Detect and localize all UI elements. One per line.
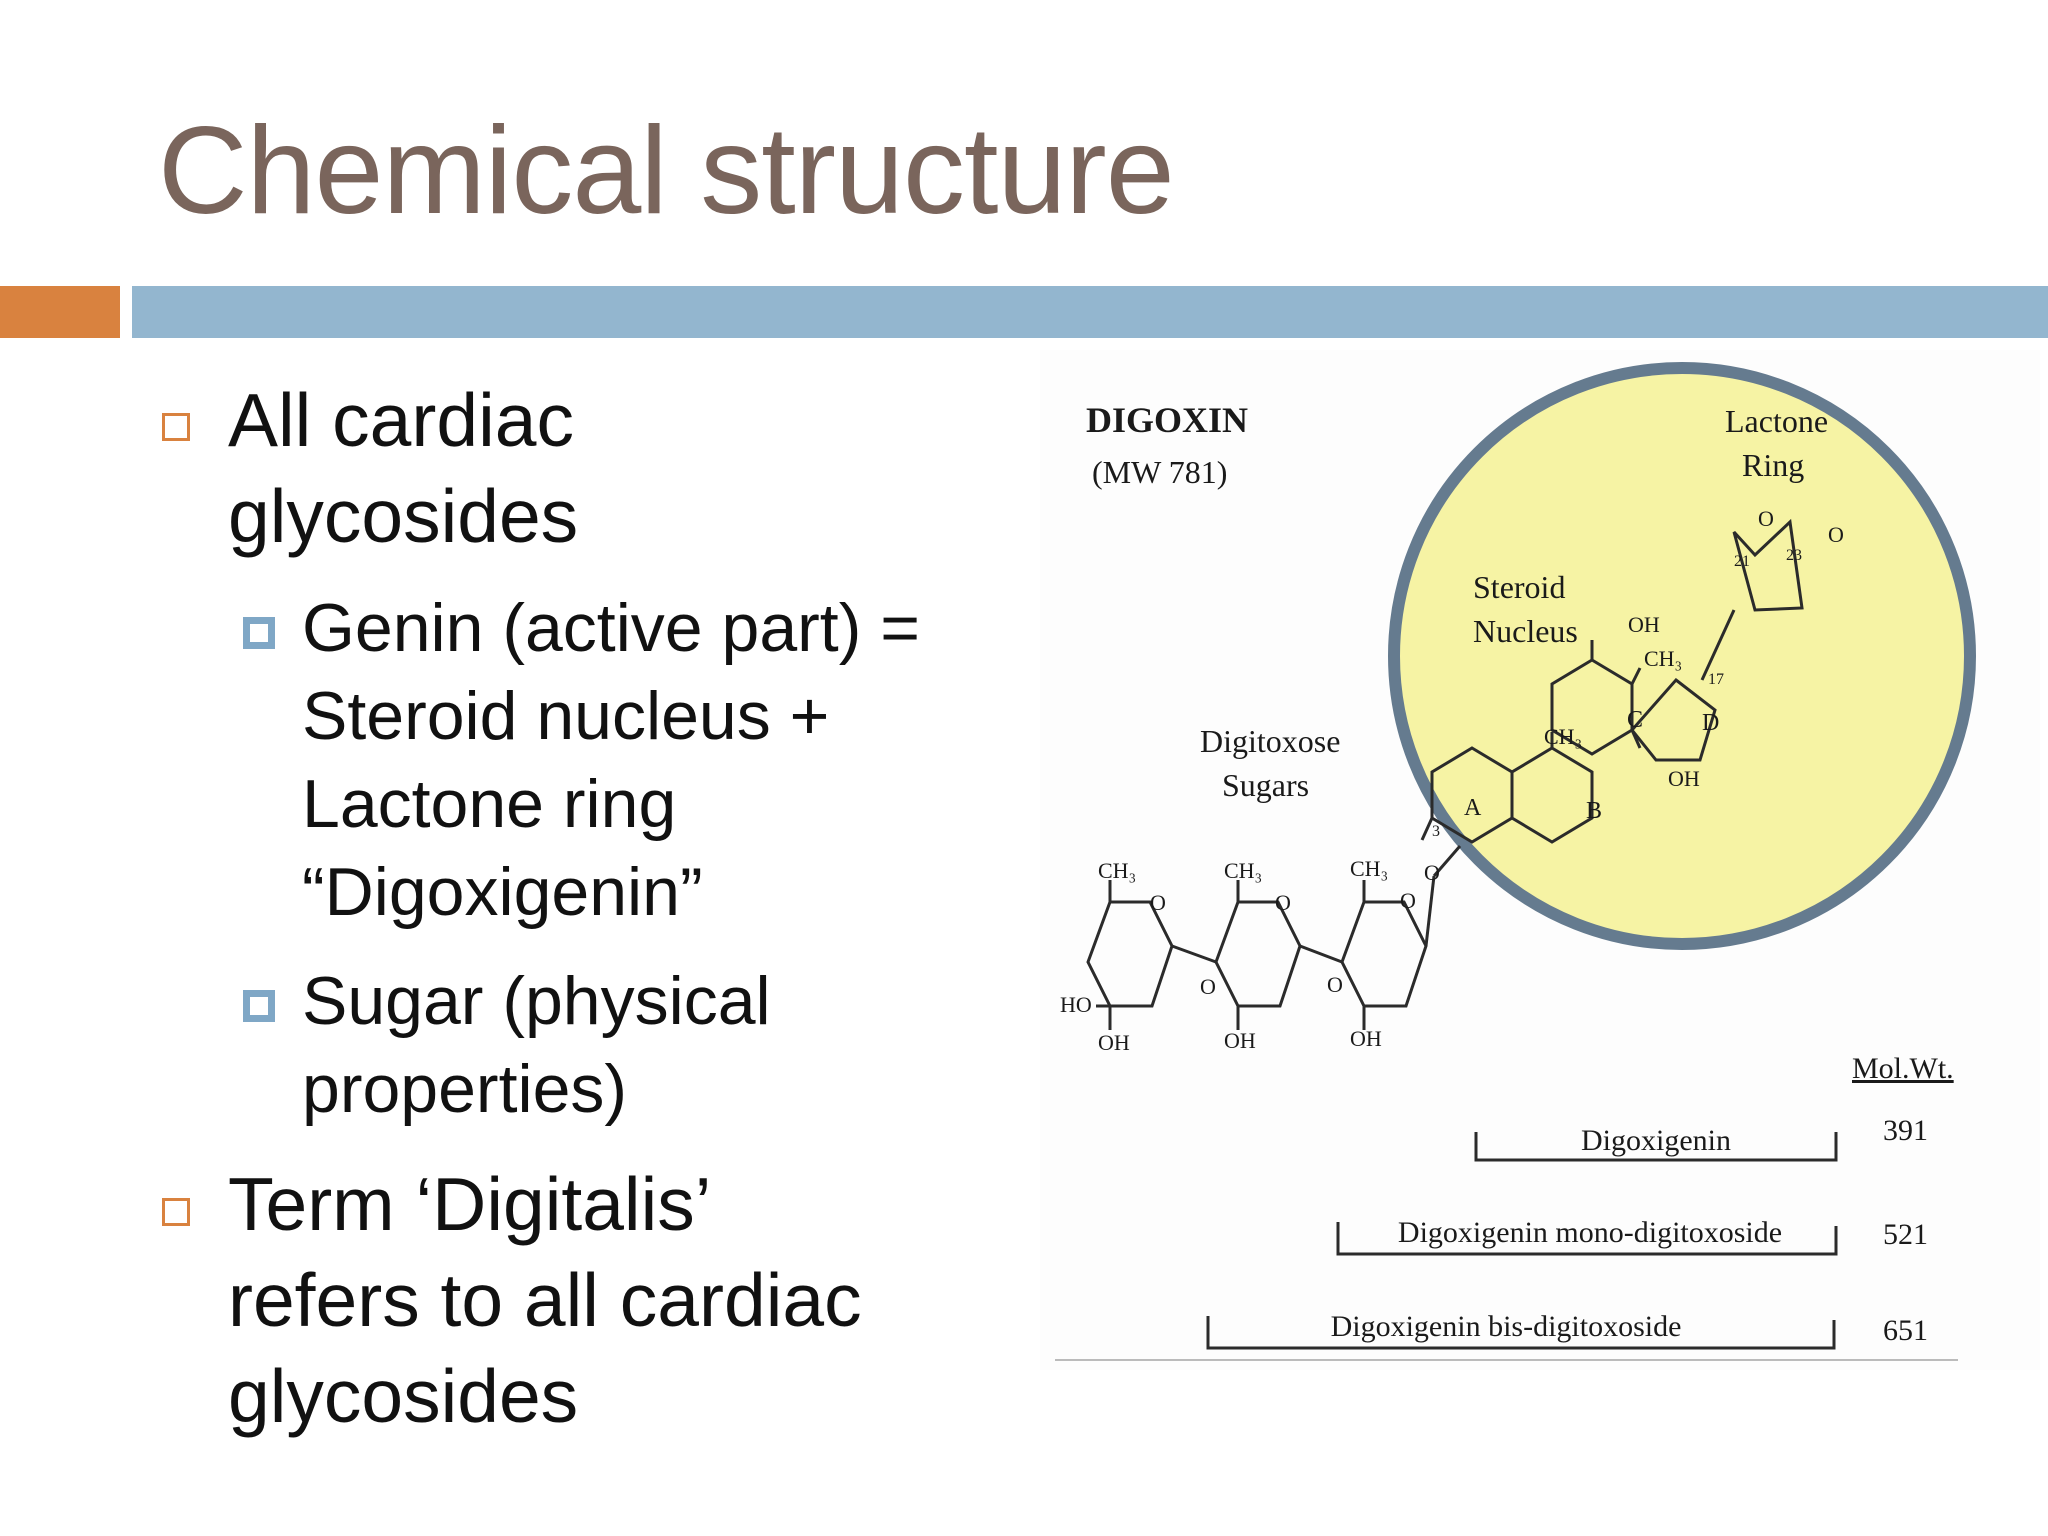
fragment-molwt: 521 bbox=[1883, 1218, 1928, 1251]
fragment-molwt: 651 bbox=[1883, 1314, 1928, 1347]
atom-label-position: 21 bbox=[1734, 553, 1750, 570]
atom-label-oh: OH bbox=[1350, 1026, 1382, 1051]
ring-label-c: C bbox=[1627, 707, 1643, 733]
fragment-name: Digoxigenin bis-digitoxoside bbox=[1331, 1310, 1682, 1343]
bullet-line: “Digoxigenin” bbox=[302, 854, 703, 930]
ring-label-a: A bbox=[1464, 795, 1482, 821]
atom-label-oh: OH bbox=[1628, 612, 1660, 637]
bullet-square-icon bbox=[162, 413, 190, 441]
sub-bullet-text: Genin (active part) = Steroid nucleus + … bbox=[302, 584, 920, 936]
bullet-square-icon bbox=[162, 1198, 190, 1226]
sub-bullet-text: Sugar (physical properties) bbox=[302, 957, 771, 1133]
bullet-line: glycosides bbox=[228, 1354, 579, 1438]
bullet-line: Sugar (physical bbox=[302, 963, 771, 1039]
lactone-ring-label: Ring bbox=[1742, 447, 1804, 483]
sub-bullet-square-icon bbox=[243, 990, 275, 1022]
accent-bar-blue bbox=[132, 286, 2048, 338]
bullet-line: Term ‘Digitalis’ bbox=[228, 1162, 712, 1246]
atom-label-o: O bbox=[1758, 506, 1774, 531]
sugars-label: Digitoxose bbox=[1200, 723, 1340, 759]
atom-label-position: 23 bbox=[1786, 547, 1802, 564]
slide-title: Chemical structure bbox=[158, 102, 1175, 240]
steroid-rings bbox=[1420, 518, 1804, 844]
atom-label-o: O bbox=[1828, 522, 1844, 547]
atom-label-ch3: CH₃ bbox=[1098, 858, 1136, 883]
bullet-text: All cardiac glycosides bbox=[228, 372, 578, 564]
bullet-line: glycosides bbox=[228, 474, 579, 558]
steroid-nucleus-label: Nucleus bbox=[1473, 613, 1578, 649]
sub-bullet-square-icon bbox=[243, 617, 275, 649]
accent-bar-orange bbox=[0, 286, 120, 338]
atom-label-o: O bbox=[1424, 860, 1440, 885]
atom-label-ch3: CH₃ bbox=[1224, 858, 1262, 883]
bullet-line: Lactone ring bbox=[302, 766, 677, 842]
genin-highlight-circle bbox=[1388, 362, 1976, 950]
bullet-line: properties) bbox=[302, 1051, 628, 1127]
bullet-line: refers to all cardiac bbox=[228, 1258, 862, 1342]
fragment-brackets bbox=[1206, 1132, 1838, 1350]
bullet-line: Steroid nucleus + bbox=[302, 678, 830, 754]
atom-label-o: O bbox=[1150, 890, 1166, 915]
bullet-text: Term ‘Digitalis’ refers to all cardiac g… bbox=[228, 1156, 862, 1444]
atom-label-ch3: CH₃ bbox=[1644, 646, 1682, 671]
atom-label-o: O bbox=[1400, 888, 1416, 913]
bullet-line: Genin (active part) = bbox=[302, 590, 920, 666]
atom-label-o: O bbox=[1275, 890, 1291, 915]
ring-label-d: D bbox=[1702, 710, 1719, 736]
digoxin-structure-figure: DIGOXIN (MW 781) Lactone Ring Steroid Nu… bbox=[1040, 350, 2040, 1370]
atom-label-ch3: CH₃ bbox=[1350, 856, 1388, 881]
sugar-rings bbox=[1086, 845, 1462, 1030]
bullet-line: All cardiac bbox=[228, 378, 574, 462]
sugars-label: Sugars bbox=[1222, 767, 1309, 803]
atom-label-ho: HO bbox=[1060, 992, 1092, 1017]
steroid-nucleus-label: Steroid bbox=[1473, 569, 1565, 605]
lactone-ring-label: Lactone bbox=[1725, 403, 1828, 439]
ring-label-b: B bbox=[1586, 798, 1602, 824]
fragment-name: Digoxigenin mono-digitoxoside bbox=[1398, 1216, 1782, 1249]
figure-molecular-weight: (MW 781) bbox=[1092, 454, 1227, 490]
atom-label-oh: OH bbox=[1224, 1028, 1256, 1053]
figure-compound-name: DIGOXIN bbox=[1086, 400, 1248, 440]
atom-label-o: O bbox=[1200, 974, 1216, 999]
atom-label-o: O bbox=[1327, 972, 1343, 997]
atom-label-position: 3 bbox=[1432, 823, 1440, 840]
molwt-header: Mol.Wt. bbox=[1852, 1052, 1954, 1085]
fragment-molwt: 391 bbox=[1883, 1114, 1928, 1147]
atom-label-oh: OH bbox=[1098, 1030, 1130, 1055]
atom-label-ch3: CH₃ bbox=[1544, 724, 1582, 749]
atom-label-oh: OH bbox=[1668, 766, 1700, 791]
atom-label-position: 17 bbox=[1708, 671, 1724, 688]
fragment-name: Digoxigenin bbox=[1581, 1124, 1731, 1157]
